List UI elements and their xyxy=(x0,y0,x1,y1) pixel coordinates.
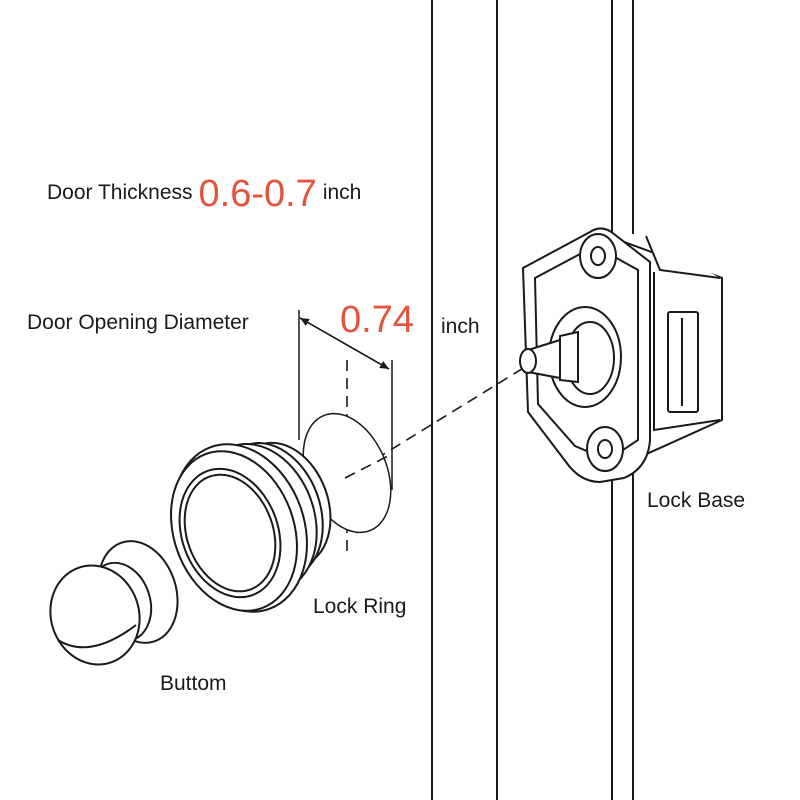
buttom-label: Buttom xyxy=(160,672,227,695)
opening-dimension xyxy=(298,310,393,490)
lock-base-shape xyxy=(519,227,723,484)
lock-base-label: Lock Base xyxy=(647,489,746,512)
door-frame xyxy=(431,0,634,800)
lock-ring-label: Lock Ring xyxy=(313,595,407,618)
door-opening-unit: inch xyxy=(441,315,480,338)
door-opening-label: Door Opening Diameter xyxy=(27,311,249,334)
buttom-shape xyxy=(49,540,179,666)
door-opening-value: 0.74 xyxy=(340,299,414,341)
lock-ring-shape xyxy=(170,441,332,613)
door-thickness-unit: inch xyxy=(322,181,362,204)
door-thickness-value: 0.6-0.7 xyxy=(198,173,317,215)
door-thickness-text: Door Thickness xyxy=(47,181,193,204)
